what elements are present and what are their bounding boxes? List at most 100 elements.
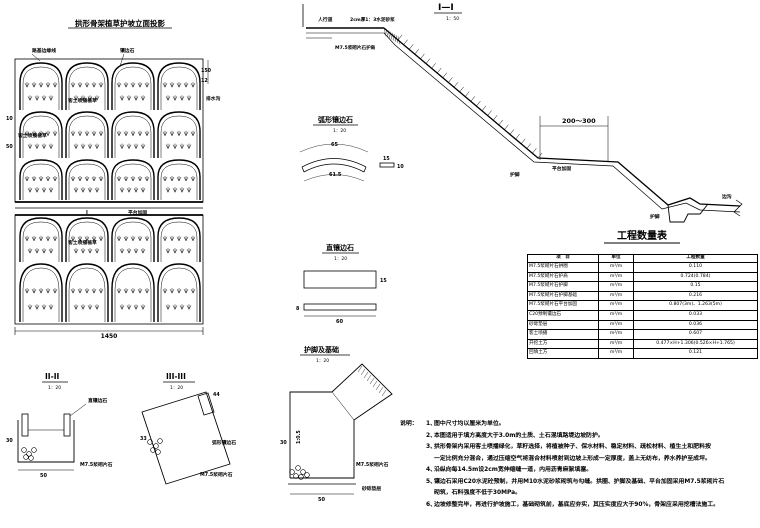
grass-icon	[116, 235, 122, 241]
hatch-mark	[526, 143, 531, 149]
slope-hatching	[383, 27, 543, 159]
quantity-unit: m³/m	[598, 281, 634, 292]
grass-icon	[165, 187, 171, 193]
grass-icon	[183, 288, 189, 294]
section-ii-mortar-label: M7.5浆砌片石	[80, 461, 113, 468]
arch-frame-inner	[114, 221, 152, 262]
grass-icon	[52, 288, 58, 294]
label-curb-mortar: 2cm厚1：3水泥砂浆	[350, 16, 395, 23]
arc-curb-scale: 1：20	[333, 128, 346, 134]
grass-icon	[137, 176, 143, 182]
quantity-unit: m³/m	[598, 319, 634, 331]
grass-icon	[169, 176, 175, 182]
grass-icon	[80, 95, 86, 101]
grass-icon	[87, 304, 93, 310]
note-line: 砌筑，石料强度不低于30MPa。	[400, 488, 758, 500]
note-number: 1、	[426, 421, 436, 427]
grass-icon	[45, 82, 51, 88]
grass-icon	[137, 235, 143, 241]
grass-icon	[41, 95, 47, 101]
quantity-amount: 0.216	[633, 290, 758, 302]
grass-icon	[169, 288, 175, 294]
grass-icon	[140, 187, 146, 193]
note-number: 6、	[426, 501, 436, 508]
hatch-mark	[498, 119, 503, 126]
grass-icon	[190, 130, 196, 136]
quantity-item: M7.5浆砌片石平台加固	[527, 300, 599, 311]
plan-view: 拱形骨架植草护坡立面投影 路基边缘线 镶边石 客土喷播植草 客土喷播植草 客土喷…	[6, 18, 221, 340]
hatch-mark	[409, 44, 414, 50]
foot-dim-w: 50	[318, 497, 325, 503]
notes-indent	[400, 488, 426, 500]
grass-icon	[98, 82, 104, 88]
toe-foundation	[667, 203, 709, 223]
grass-icon	[77, 235, 83, 241]
label-grass-2: 客土喷播植草	[17, 132, 47, 139]
hatch-mark	[389, 31, 393, 40]
note-number	[426, 454, 434, 466]
grass-icon	[119, 187, 125, 193]
quantity-amount: 0.477×H+1.306(0.526×H+1.765)	[633, 338, 758, 350]
hatch-mark	[476, 100, 481, 107]
arch-frame	[157, 217, 201, 262]
grass-icon	[94, 248, 100, 254]
grass-icon	[84, 82, 90, 88]
label-platform-section: 平台加固	[552, 165, 571, 172]
note-text: 镶边石采用C20水泥砼预制，并用M10水泥砂浆砌筑与勾缝。拱圈、护脚及基础、平台…	[434, 478, 725, 485]
arc-curb-title: 弧形镶边石	[318, 115, 353, 124]
grass-icon	[116, 82, 122, 88]
section-i-title: I—I	[438, 3, 454, 13]
label-grass: 客土喷播植草	[67, 97, 97, 104]
rubble-stone	[153, 443, 159, 449]
grass-icon	[162, 288, 168, 294]
quantity-amount: 0.724(0.784)	[633, 271, 758, 283]
grass-icon	[77, 288, 83, 294]
grass-icon	[183, 130, 189, 136]
arch-frame	[19, 159, 63, 200]
straight-curb-detail: 直镶边石 1：20 60 15 8	[296, 243, 387, 325]
notes-indent	[400, 477, 426, 489]
hatch-mark	[391, 32, 395, 41]
dim-top-value: 150	[201, 68, 212, 74]
hatch-mark	[366, 374, 372, 382]
arch-frame-inner	[114, 66, 152, 110]
grass-icon	[133, 248, 139, 254]
hatch-mark	[481, 105, 487, 111]
grass-icon	[183, 82, 189, 88]
quantity-item: M7.5浆砌片石拱圈	[527, 262, 599, 273]
leader-curb	[119, 53, 125, 67]
quantity-amount: 0.036	[633, 319, 758, 331]
quantity-unit: m³/m	[598, 300, 634, 311]
label-platform: 平台加固	[128, 209, 147, 216]
arc-dim-outer	[299, 143, 369, 153]
arch-frame-inner	[160, 267, 198, 322]
arch-frame-inner	[160, 66, 198, 110]
grass-icon	[162, 82, 168, 88]
grass-icon	[45, 176, 51, 182]
grass-icon	[130, 176, 136, 182]
grass-icon	[172, 304, 178, 310]
grass-icon	[87, 143, 93, 149]
label-shoulder: M7.5浆砌片石护肩	[335, 44, 376, 51]
break-line	[733, 199, 743, 217]
label-toe-1: 护脚	[510, 171, 520, 178]
grass-icon	[38, 288, 44, 294]
plan-upper-panel	[14, 58, 204, 203]
quantity-unit: m³/m	[598, 290, 634, 302]
arch-frame	[19, 263, 63, 322]
grass-icon	[98, 130, 104, 136]
section-i-scale: 1：50	[446, 16, 459, 22]
label-drain: 排水沟	[206, 95, 221, 102]
section-ii-leader	[69, 403, 87, 417]
grass-icon	[87, 95, 93, 101]
grass-icon	[41, 248, 47, 254]
grass-icon	[77, 82, 83, 88]
dim-left-value: 10	[6, 116, 13, 122]
grass-icon	[144, 288, 150, 294]
hatch-mark	[465, 91, 470, 97]
grass-icon	[27, 304, 33, 310]
arch-frame	[19, 217, 63, 262]
